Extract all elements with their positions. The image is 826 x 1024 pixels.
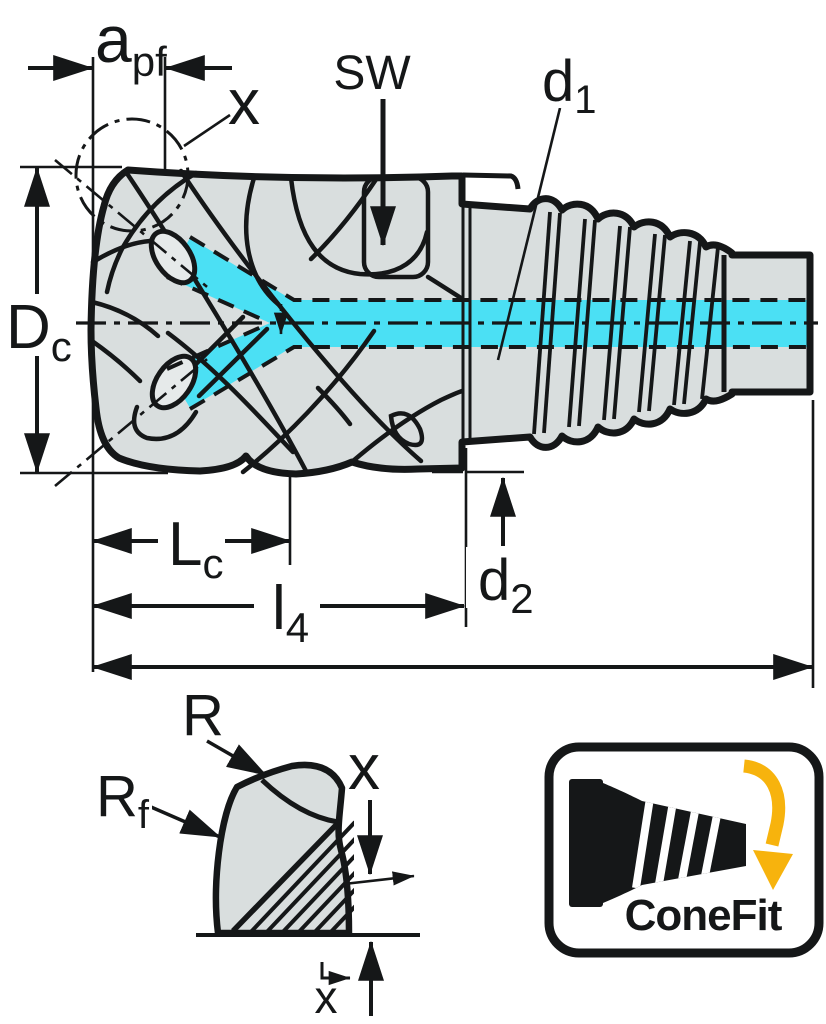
conefit-logo-text: ConeFit [625, 891, 783, 940]
label-d1: d1 [542, 49, 597, 122]
tool-body-outline [87, 166, 814, 478]
label-d2: d2 [478, 548, 534, 622]
corner-detail-drawing [150, 739, 420, 1016]
conefit-rotation-arrow-arc [742, 759, 786, 847]
label-x-detail: x [348, 731, 380, 803]
label-box-l4 [254, 577, 320, 637]
conefit-cone-bar [569, 779, 603, 907]
leader-d1 [496, 107, 562, 361]
label-x-small: x [315, 971, 338, 1023]
dimension-labels: apf x SW d1 Dc Lc l4 d2 R Rf x x [0, 2, 597, 1023]
upper-hole-axis [54, 159, 213, 292]
label-box-d2 [466, 547, 540, 608]
label-apf: apf [95, 2, 167, 85]
label-box-rf [92, 772, 152, 823]
coolant-channel-dashed-borders [166, 235, 808, 411]
lower-hole-axis [54, 354, 213, 487]
leader-x-top [183, 113, 231, 148]
conefit-cone-stripes [632, 797, 722, 889]
label-x-top: x [228, 66, 260, 138]
tool-body [54, 159, 818, 487]
detail-tooth-outline [212, 761, 353, 937]
detail-hatching [246, 820, 354, 935]
label-box-d1 [536, 58, 590, 108]
label-rf: Rf [96, 764, 150, 837]
coolant-branch-upper [167, 238, 294, 323]
label-box-sw [331, 45, 413, 97]
conefit-logo: ConeFit [544, 742, 824, 958]
leader-rf [150, 805, 222, 839]
conefit-rotation-arrow-head [753, 850, 793, 890]
detail-chamfer-measure-line [343, 871, 415, 886]
detail-chamfer-edge [231, 822, 339, 933]
label-r: R [182, 683, 224, 748]
label-box-dc [0, 294, 72, 356]
label-lc: Lc [168, 510, 223, 587]
label-sw: SW [333, 47, 411, 100]
coolant-bore-horizontal [270, 300, 807, 347]
label-box-r [176, 692, 228, 738]
label-dc: Dc [6, 293, 72, 370]
label-l4: l4 [272, 574, 309, 651]
leader-x-small [320, 962, 351, 986]
leader-r [206, 739, 268, 777]
label-box-lc [158, 512, 225, 572]
corner-detail-circle [74, 117, 190, 233]
detail-face-curve [260, 778, 339, 825]
